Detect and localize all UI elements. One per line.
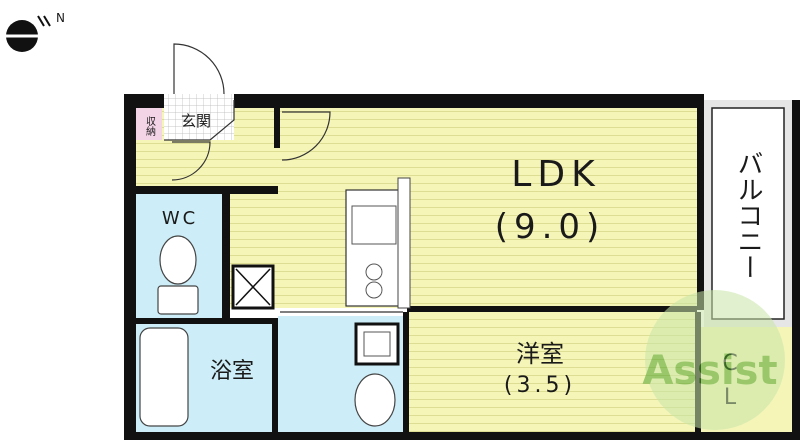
stove-burner-1	[365, 263, 383, 281]
stove-burner-2	[365, 281, 383, 299]
bath-label: 浴室	[210, 359, 254, 384]
ldk-label: LDK	[511, 154, 600, 195]
entrance-floor	[164, 94, 234, 140]
sink	[351, 205, 397, 245]
toilet	[157, 235, 199, 315]
bathtub	[139, 327, 189, 427]
assist-watermark-text: Assist	[642, 348, 777, 394]
balcony-inner	[711, 107, 785, 320]
walls	[124, 94, 800, 440]
washbasin	[354, 373, 396, 427]
entrance-label: 玄関	[181, 112, 211, 130]
compass: N	[6, 11, 65, 52]
storage-label: 収納	[144, 116, 156, 137]
kitchen-counter	[345, 177, 411, 309]
compass-north-label: N	[56, 11, 65, 25]
ldk-size: (9.0)	[495, 207, 606, 247]
assist-watermark: Assist	[642, 290, 785, 430]
western-room-size: (3.5)	[504, 373, 576, 398]
balcony-label: バルコニー	[733, 150, 763, 280]
wc-label: WC	[162, 208, 198, 229]
ldk-floor	[230, 108, 697, 308]
doors	[164, 43, 403, 313]
washer-space	[354, 322, 400, 366]
storage-floor	[136, 108, 162, 140]
western-room-label: 洋室	[516, 340, 564, 368]
